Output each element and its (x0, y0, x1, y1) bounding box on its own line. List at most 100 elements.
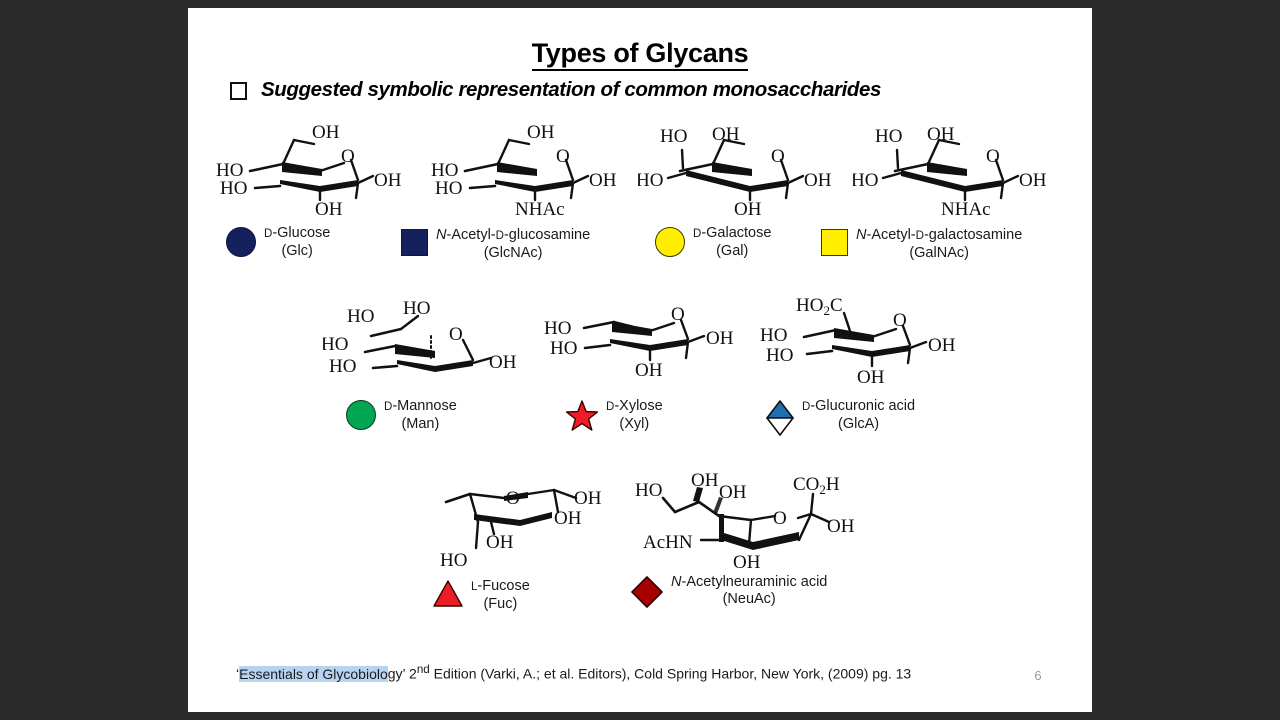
svg-text:OH: OH (574, 488, 602, 509)
svg-text:NHAc: NHAc (941, 199, 991, 216)
source-citation: ‘Essentials of Glycobiology’ 2nd Edition… (236, 663, 996, 682)
svg-text:HO: HO (638, 170, 663, 191)
svg-text:HO: HO (435, 178, 462, 199)
square-bullet-icon (230, 82, 247, 100)
svg-text:HO: HO (853, 170, 878, 191)
legend-label-fucose: L-Fucose(Fuc) (471, 578, 530, 612)
legend-item-galactose: D-Galactose(Gal) (655, 225, 771, 260)
symbol-filled-square-navy (401, 229, 428, 256)
slide-canvas: Types of Glycans Suggested symbolic repr… (188, 8, 1092, 712)
svg-text:OH: OH (527, 122, 555, 143)
svg-text:HO: HO (550, 338, 577, 359)
svg-text:OH: OH (719, 482, 747, 503)
structure-neuac: HO OH OH AcHN OH O CO2H OH (623, 470, 873, 575)
svg-text:HO: HO (635, 480, 662, 501)
structure-galactose: HO OH HO O OH OH (638, 116, 838, 216)
symbol-filled-circle-yellow (655, 227, 685, 257)
citation-rest: gy’ 2 (387, 665, 417, 682)
svg-text:OH: OH (857, 367, 885, 388)
svg-text:OH: OH (312, 122, 340, 143)
svg-text:HO: HO (766, 345, 793, 366)
structure-glucuronic-acid: HO2C HO HO O OH OH (758, 291, 963, 391)
svg-text:OH: OH (706, 328, 734, 349)
structure-glcnac: OH HO HO O OH NHAc (423, 116, 628, 216)
symbol-filled-circle-green (346, 400, 376, 430)
svg-text:HO: HO (544, 318, 571, 339)
svg-text:HO: HO (440, 550, 467, 571)
svg-text:O: O (893, 310, 907, 331)
svg-text:OH: OH (804, 170, 832, 191)
legend-item-fucose: L-Fucose(Fuc) (433, 578, 530, 613)
svg-text:HO: HO (760, 325, 787, 346)
legend-label-glcnac: N-Acetyl-D-glucosamine(GlcNAc) (436, 227, 591, 261)
subtitle-text: Suggested symbolic representation of com… (261, 78, 882, 101)
svg-text:OH: OH (927, 124, 955, 145)
svg-text:OH: OH (374, 170, 402, 191)
svg-text:O: O (671, 304, 685, 325)
legend-item-mannose: D-Mannose(Man) (346, 398, 457, 433)
svg-text:OH: OH (712, 124, 740, 145)
legend-label-galactose: D-Galactose(Gal) (693, 225, 772, 259)
citation-superscript: nd (416, 663, 430, 676)
legend-label-xylose: D-Xylose(Xyl) (606, 398, 663, 432)
svg-text:O: O (506, 488, 520, 509)
svg-text:OH: OH (486, 532, 514, 553)
symbol-half-diamond-blue-white (766, 400, 794, 436)
legend-label-neuac: N-Acetylneuraminic acid(NeuAc) (671, 574, 828, 607)
svg-text:OH: OH (827, 516, 855, 537)
structure-xylose: HO HO O OH OH (538, 298, 738, 390)
legend-label-glucose: D-Glucose(Glc) (264, 225, 331, 259)
page-number: 6 (1034, 668, 1042, 683)
legend-item-galnac: N-Acetyl-D-galactosamine(GalNAc) (821, 227, 1022, 262)
svg-text:OH: OH (733, 552, 761, 573)
legend-label-glucuronic-acid: D-Glucuronic acid(GlcA) (802, 398, 916, 432)
svg-text:HO: HO (660, 126, 687, 147)
svg-text:OH: OH (589, 170, 617, 191)
structure-mannose: HO HO HO HO O OH (323, 296, 523, 391)
svg-text:HO: HO (431, 160, 458, 181)
svg-text:AcHN: AcHN (643, 532, 693, 553)
legend-item-glucuronic-acid: D-Glucuronic acid(GlcA) (766, 398, 915, 436)
svg-text:HO: HO (403, 298, 430, 319)
symbol-filled-circle-navy (226, 227, 256, 257)
svg-text:HO: HO (220, 178, 247, 199)
legend-item-xylose: D-Xylose(Xyl) (565, 398, 663, 433)
svg-text:OH: OH (1019, 170, 1047, 191)
citation-highlighted-text: Essentials of Glycobiolo (239, 665, 388, 682)
symbol-triangle-red (433, 580, 463, 607)
svg-text:HO: HO (329, 356, 356, 377)
svg-text:OH: OH (691, 470, 719, 491)
legend-item-neuac: N-Acetylneuraminic acid(NeuAc) (631, 574, 827, 608)
symbol-filled-square-yellow (821, 229, 848, 256)
legend-label-galnac: N-Acetyl-D-galactosamine(GalNAc) (856, 227, 1023, 261)
svg-text:O: O (341, 146, 355, 167)
svg-text:O: O (449, 324, 463, 345)
svg-text:O: O (773, 508, 787, 529)
citation-open-quote: ‘ (236, 665, 240, 682)
svg-text:NHAc: NHAc (515, 199, 565, 216)
svg-text:OH: OH (489, 352, 517, 373)
subtitle-row: Suggested symbolic representation of com… (230, 78, 1070, 102)
legend-label-mannose: D-Mannose(Man) (384, 398, 457, 432)
structure-fucose: O OH OH OH HO (428, 476, 613, 571)
svg-text:HO2C: HO2C (796, 295, 843, 318)
svg-text:HO: HO (216, 160, 243, 181)
svg-text:OH: OH (554, 508, 582, 529)
svg-text:O: O (556, 146, 570, 167)
citation-tail: Edition (Varki, A.; et al. Editors), Col… (429, 665, 912, 682)
legend-item-glucose: D-Glucose(Glc) (226, 225, 330, 260)
symbol-diamond-dark-red (631, 576, 663, 608)
structure-glucose: OH HO HO O OH OH (208, 116, 408, 216)
svg-text:CO2H: CO2H (793, 474, 840, 497)
svg-text:OH: OH (635, 360, 663, 381)
svg-text:OH: OH (734, 199, 762, 216)
svg-text:HO: HO (347, 306, 374, 327)
svg-text:OH: OH (928, 335, 956, 356)
svg-text:HO: HO (323, 334, 348, 355)
page-title: Types of Glycans (188, 38, 1092, 71)
svg-text:O: O (771, 146, 785, 167)
svg-text:OH: OH (315, 199, 343, 216)
symbol-star-red (565, 400, 599, 431)
svg-text:HO: HO (875, 126, 902, 147)
page-title-text: Types of Glycans (531, 38, 749, 71)
